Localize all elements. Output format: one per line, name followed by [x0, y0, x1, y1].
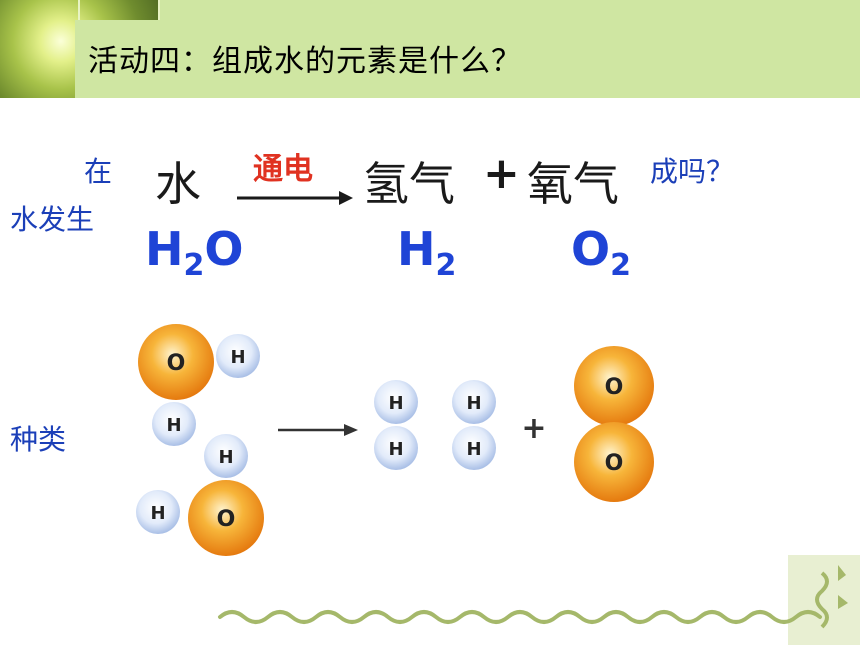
hydrogen-atom	[216, 334, 260, 378]
reactant-word: 水	[155, 157, 201, 211]
formula-subscript: 2	[183, 248, 205, 284]
line3-text: 种类	[10, 423, 67, 456]
line2-text: 水发生	[10, 203, 95, 236]
oxygen-atom	[188, 480, 264, 556]
formula-h: H	[397, 222, 436, 276]
product1-word: 氢气	[363, 157, 455, 211]
question-text-start: 在	[84, 155, 113, 188]
oxygen-atom	[138, 324, 214, 400]
atom-label-h: H	[388, 439, 403, 460]
product2-formula: O2	[571, 222, 631, 283]
molecule-diagram: O H H H O H H H H H + O O	[136, 324, 654, 556]
molecule-arrow-icon	[344, 424, 358, 436]
atom-label-h: H	[218, 447, 233, 468]
oxygen-atom	[574, 346, 654, 426]
atom-label-o: O	[605, 375, 624, 400]
molecule-plus: +	[521, 411, 546, 446]
vine-curl	[815, 571, 829, 629]
formula-o: O	[204, 222, 244, 276]
equation-plus: +	[483, 148, 520, 199]
product1-formula: H2	[397, 222, 456, 283]
atom-label-o: O	[217, 507, 236, 532]
hydrogen-atom	[136, 490, 180, 534]
atom-label-h: H	[466, 439, 481, 460]
equation-panel: 水 通电 氢气 + 氧气 H2O H2 O2	[135, 138, 635, 298]
question-text-end: 成吗？	[650, 155, 735, 188]
hydrogen-atom	[152, 402, 196, 446]
atom-label-h: H	[466, 393, 481, 414]
hydrogen-atom	[452, 426, 496, 470]
molecule-panel: O H H H O H H H H H + O O	[72, 320, 790, 575]
oxygen-atom	[574, 422, 654, 502]
photo-tile	[0, 0, 80, 98]
hydrogen-atom	[374, 426, 418, 470]
reactant-formula: H2O	[145, 222, 243, 283]
hydrogen-atom	[452, 380, 496, 424]
hydrogen-atom	[374, 380, 418, 424]
vine-leaf-icon	[838, 565, 848, 609]
vine-decoration	[218, 555, 860, 645]
atom-label-o: O	[605, 451, 624, 476]
atom-label-h: H	[388, 393, 403, 414]
hydrogen-atom	[204, 434, 248, 478]
reaction-arrow-icon	[237, 191, 353, 205]
reaction-condition: 通电	[253, 152, 313, 187]
atom-label-h: H	[150, 503, 165, 524]
formula-subscript: 2	[610, 248, 631, 284]
slide-title: 活动四：组成水的元素是什么？	[88, 44, 522, 79]
atom-label-h: H	[166, 415, 181, 436]
formula-o: O	[571, 222, 611, 276]
title-box	[75, 20, 860, 98]
formula-h: H	[145, 222, 184, 276]
product2-word: 氧气	[527, 157, 619, 211]
formula-subscript: 2	[435, 248, 457, 284]
vine-wave	[218, 610, 822, 624]
footer-corner-block	[788, 555, 860, 645]
atom-label-h: H	[230, 347, 245, 368]
atom-label-o: O	[167, 351, 186, 376]
